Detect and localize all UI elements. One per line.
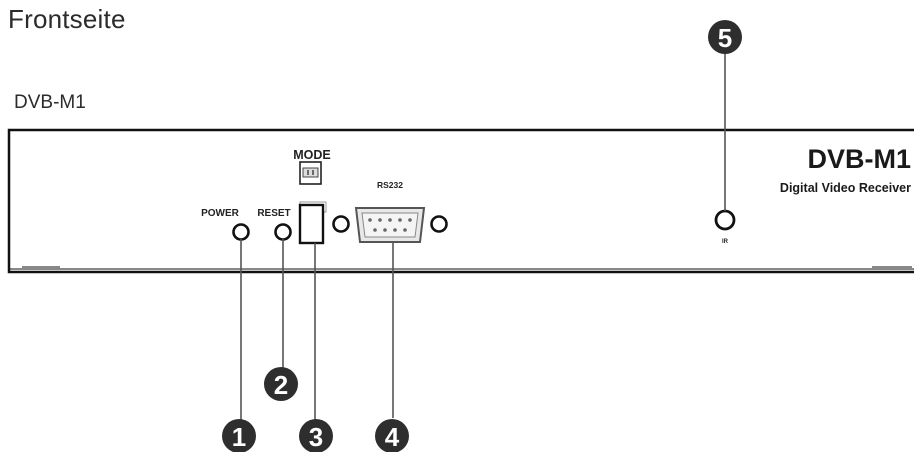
- ir-label: IR: [722, 239, 729, 245]
- device-brand: DVB-M1: [807, 144, 911, 174]
- rs232-screw-left: [332, 215, 350, 233]
- svg-text:4: 4: [385, 422, 400, 452]
- callout-3: 3: [299, 419, 333, 452]
- rs232-label: RS232: [377, 180, 403, 190]
- svg-text:5: 5: [718, 23, 732, 53]
- power-led: [232, 223, 250, 241]
- device-front-panel: [7, 128, 914, 274]
- panel-outline: [7, 128, 914, 274]
- reset-label: RESET: [257, 208, 290, 219]
- callout-4: 4: [375, 419, 409, 452]
- callout-1: 1: [222, 419, 256, 452]
- rs232-screw-right: [430, 215, 448, 233]
- callout-5: 5: [708, 20, 742, 54]
- ir-sensor: [714, 209, 736, 231]
- svg-text:2: 2: [274, 370, 288, 400]
- callout-2: 2: [264, 367, 298, 401]
- page-title: Frontseite: [8, 4, 126, 34]
- device-subtitle: Digital Video Receiver: [780, 181, 911, 195]
- mode-label: MODE: [293, 148, 331, 162]
- reset-button[interactable]: [274, 223, 292, 241]
- mode-switch[interactable]: [299, 161, 322, 185]
- leader-lines: [240, 54, 726, 420]
- svg-text:1: 1: [232, 422, 246, 452]
- model-label: DVB-M1: [14, 92, 86, 113]
- power-label: POWER: [201, 208, 240, 219]
- svg-text:3: 3: [309, 422, 323, 452]
- card-slot[interactable]: [298, 201, 327, 245]
- rs232-port[interactable]: [332, 207, 448, 243]
